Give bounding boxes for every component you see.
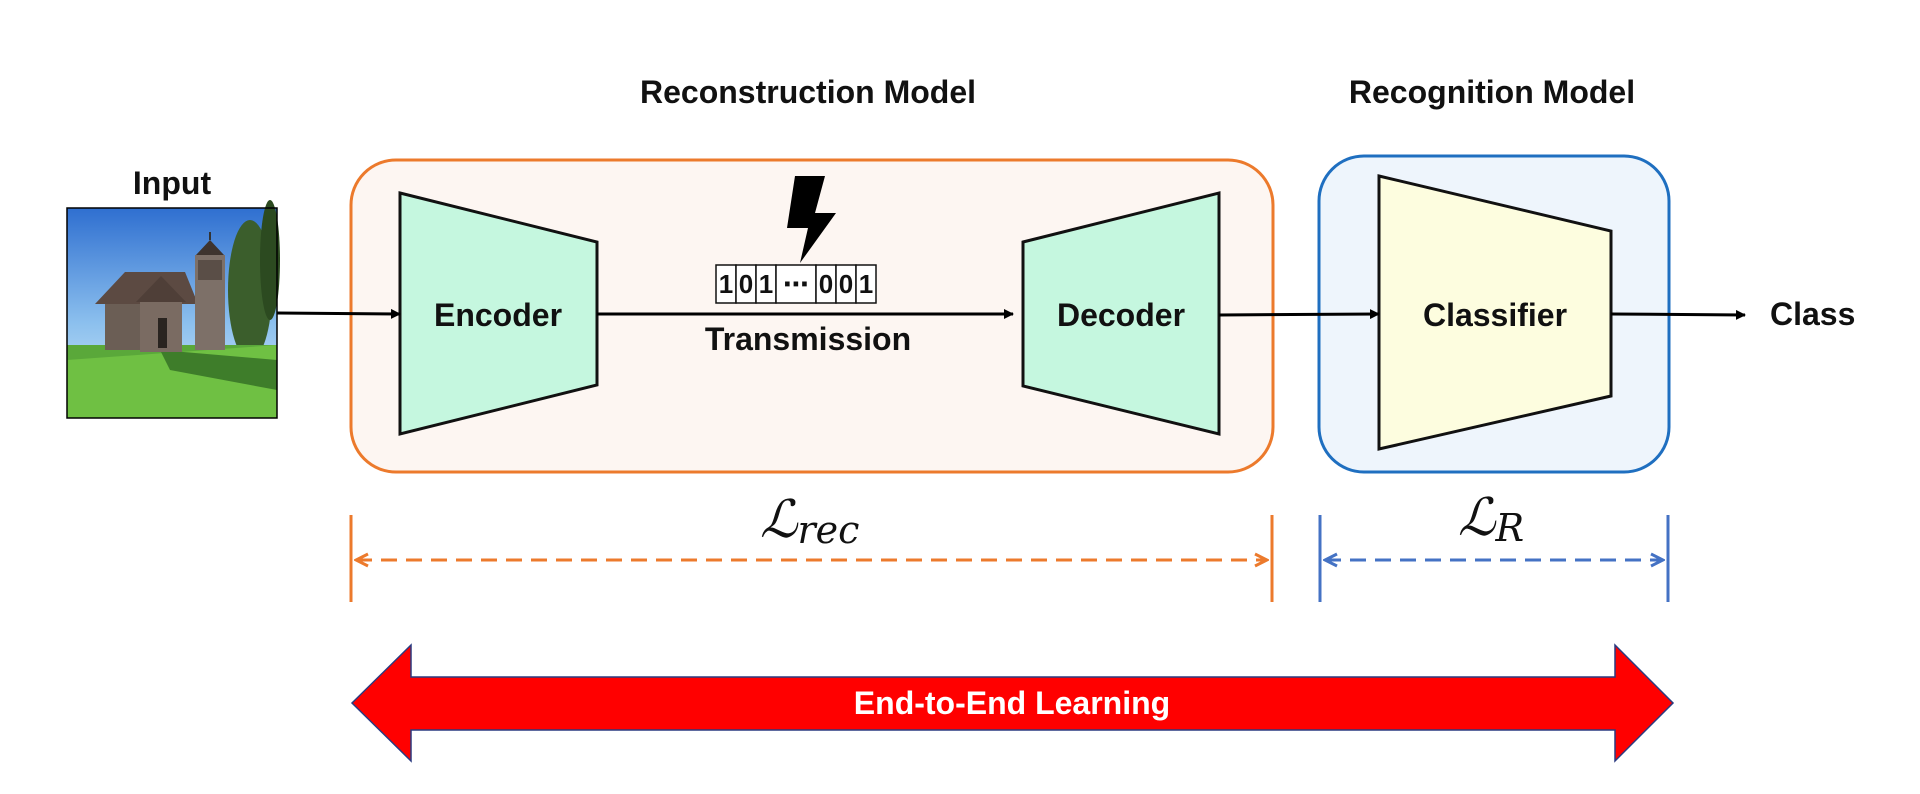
encoder-block	[398, 191, 599, 436]
bit-cell: 1	[755, 264, 777, 304]
bit-cell: 0	[815, 264, 837, 304]
decoder-to-classifier-arrow	[1218, 309, 1380, 320]
input-label: Input	[133, 165, 212, 201]
classifier-block	[1377, 174, 1613, 451]
classifier-label: Classifier	[1423, 297, 1567, 333]
bit-cell: 1	[715, 264, 737, 304]
recognition-model-title: Recognition Model	[1349, 74, 1635, 110]
end-to-end-label: End-to-End Learning	[854, 685, 1170, 721]
bit-cell: 1	[855, 264, 877, 304]
svg-text:1: 1	[859, 269, 873, 299]
loss-r-symbol: ℒR	[1458, 488, 1524, 550]
bit-cell: 0	[735, 264, 757, 304]
svg-text:1: 1	[719, 269, 733, 299]
class-label: Class	[1770, 296, 1855, 332]
bit-cell: ⋯	[775, 264, 817, 304]
svg-text:1: 1	[759, 269, 773, 299]
transmission-label: Transmission	[705, 321, 911, 357]
encoder-label: Encoder	[434, 297, 562, 333]
church-photo-icon	[66, 200, 280, 419]
classifier-to-class-arrow	[1610, 309, 1746, 320]
loss-rec-symbol: ℒrec	[760, 490, 859, 552]
input-to-encoder-arrow	[276, 308, 401, 319]
decoder-block	[1021, 191, 1221, 436]
bit-cell: 0	[835, 264, 857, 304]
svg-text:0: 0	[739, 269, 753, 299]
svg-text:0: 0	[819, 269, 833, 299]
decoder-label: Decoder	[1057, 297, 1185, 333]
svg-text:0: 0	[839, 269, 853, 299]
end-to-end-double-arrow	[350, 643, 1675, 763]
lightning-bolt-icon	[787, 176, 836, 263]
svg-text:⋯: ⋯	[783, 269, 809, 299]
reconstruction-model-title: Reconstruction Model	[640, 74, 976, 110]
